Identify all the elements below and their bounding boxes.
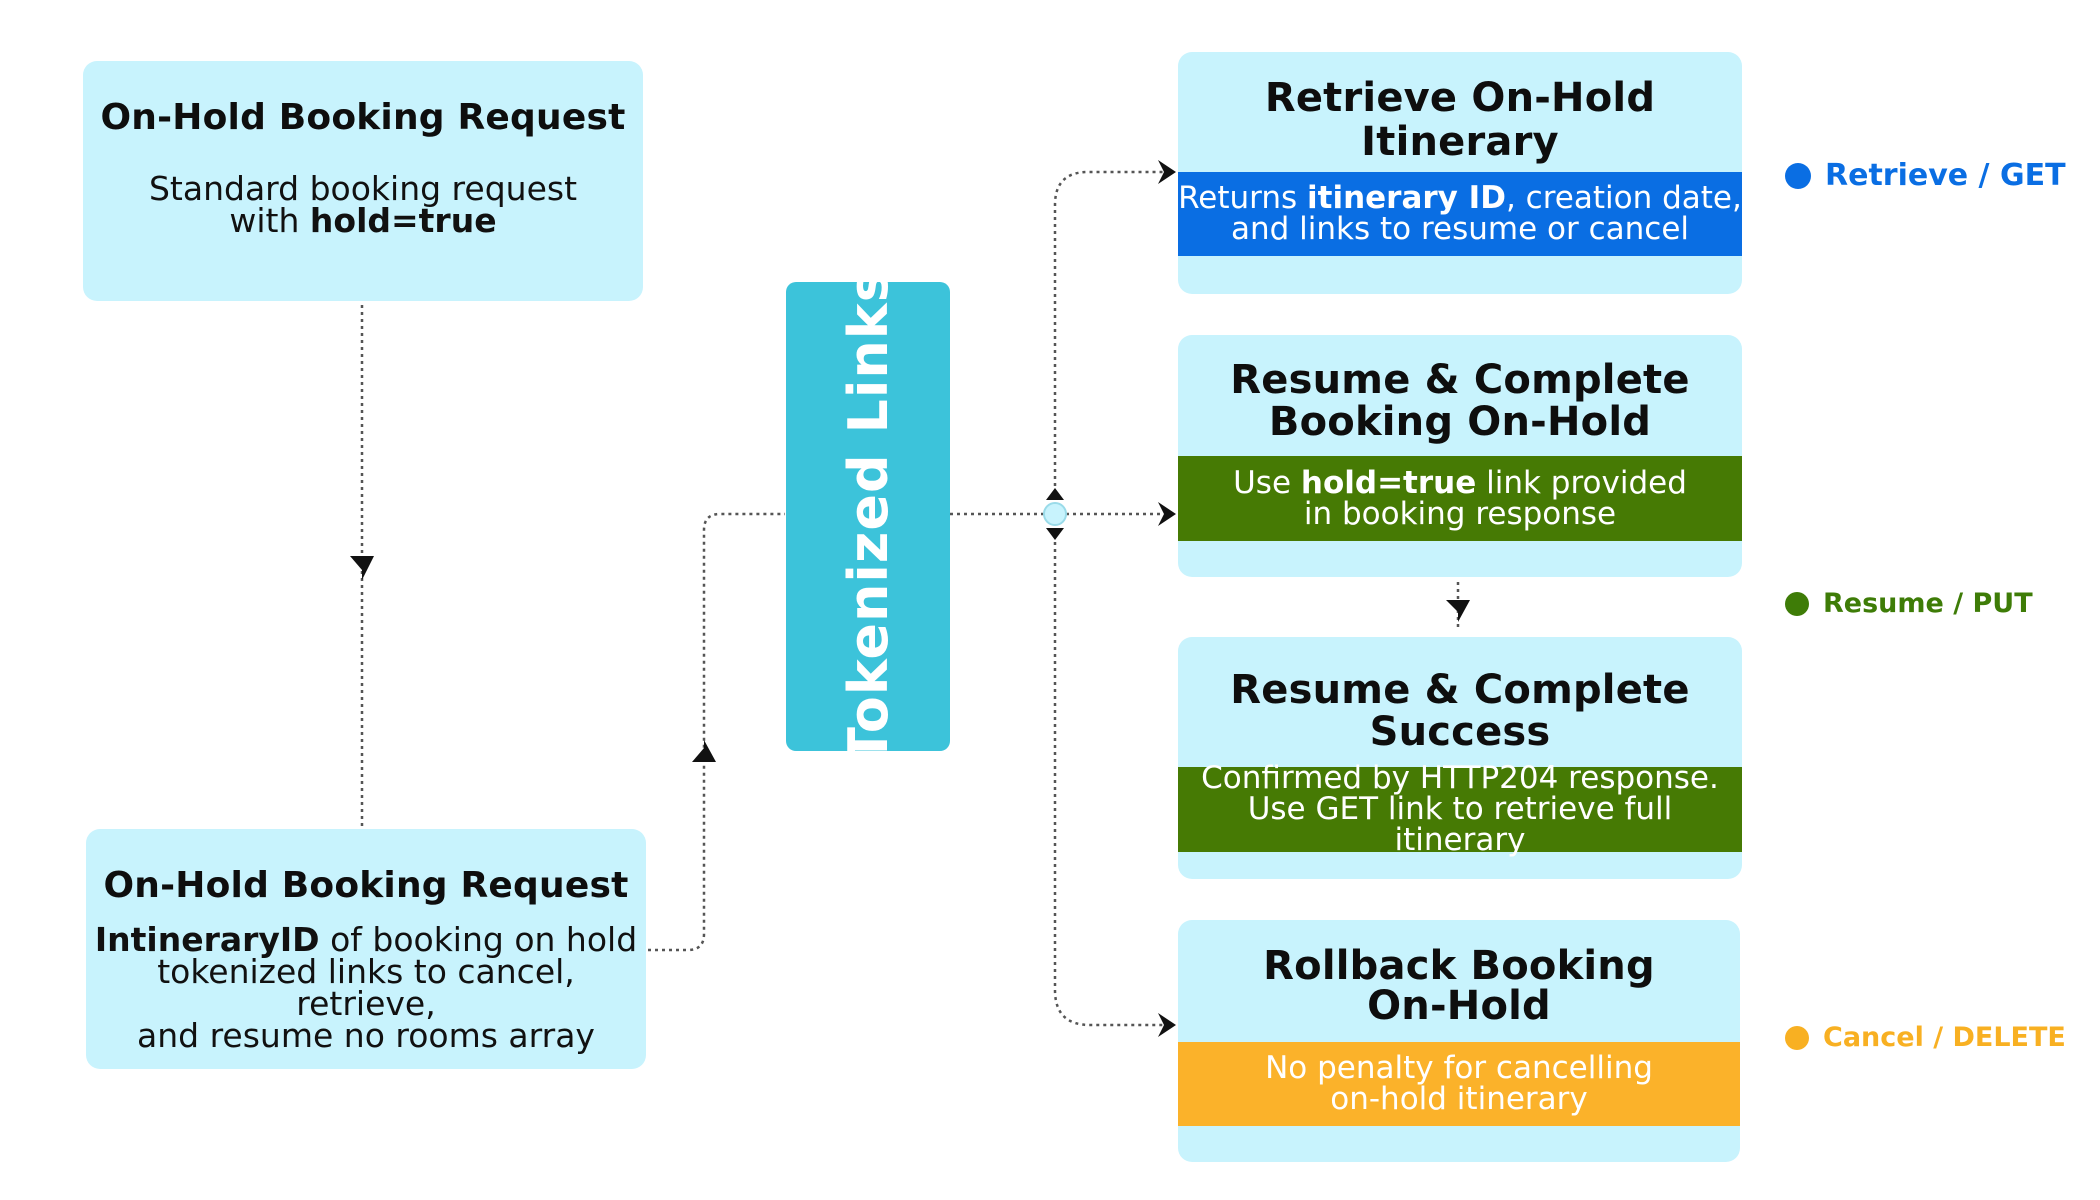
request-box-line1: Standard booking request bbox=[148, 169, 578, 208]
arrow-right-rollback bbox=[1158, 1013, 1176, 1037]
legend-retrieve: Retrieve / GET bbox=[1785, 158, 2066, 193]
legend-resume-dot bbox=[1785, 591, 1809, 616]
connector-hub-to-retrieve bbox=[1053, 170, 1170, 500]
response-box-title: On-Hold Booking Request bbox=[103, 865, 629, 906]
success-box: Resume & Complete Success Confirmed by H… bbox=[1178, 637, 1742, 879]
response-box-line2: tokenized links to cancel, retrieve, bbox=[157, 952, 575, 1023]
success-band-line1: Confirmed by HTTP204 response. bbox=[1201, 760, 1719, 796]
response-box: On-Hold Booking Request IntineraryID of … bbox=[86, 829, 646, 1069]
retrieve-description-band: Returns itinerary ID, creation date, and… bbox=[1178, 172, 1742, 256]
request-box-description: Standard booking request with hold=true bbox=[83, 169, 643, 240]
success-box-title: Resume & Complete Success bbox=[1230, 667, 1690, 755]
request-box-line2: with hold=true bbox=[229, 201, 497, 240]
legend-resume: Resume / PUT bbox=[1785, 588, 2033, 619]
response-box-line3: and resume no rooms array bbox=[137, 1016, 595, 1055]
resume-box-title: Resume & Complete Booking On-Hold bbox=[1230, 357, 1690, 445]
hold-true-code: hold=true bbox=[309, 201, 497, 240]
rollback-band-line1: No penalty for cancelling bbox=[1265, 1050, 1653, 1086]
hub-node bbox=[1043, 502, 1067, 526]
resume-band-line2: in booking response bbox=[1303, 495, 1617, 532]
connector-hub-to-rollback bbox=[1053, 528, 1170, 1027]
legend-cancel: Cancel / DELETE bbox=[1785, 1022, 2066, 1053]
success-description-band: Confirmed by HTTP204 response. Use GET l… bbox=[1178, 763, 1742, 856]
rollback-band-line2: on-hold itinerary bbox=[1330, 1081, 1588, 1117]
success-band-line2: Use GET link to retrieve full itinerary bbox=[1247, 791, 1673, 858]
arrow-down-success bbox=[1446, 600, 1470, 622]
arrow-down-hub bbox=[1046, 528, 1064, 540]
legend-retrieve-dot bbox=[1785, 162, 1811, 189]
tokenized-links-label: Tokenized Links bbox=[836, 269, 900, 764]
legend-cancel-label: Cancel / DELETE bbox=[1823, 1022, 2066, 1053]
retrieve-band-line1: Returns itinerary ID, creation date, bbox=[1178, 180, 1742, 216]
rollback-description-band: No penalty for cancelling on-hold itiner… bbox=[1178, 1042, 1740, 1126]
connector-response-to-tokenized bbox=[648, 512, 785, 952]
request-box: On-Hold Booking Request Standard booking… bbox=[83, 61, 643, 301]
legend-resume-label: Resume / PUT bbox=[1823, 588, 2033, 619]
request-box-title: On-Hold Booking Request bbox=[100, 97, 626, 138]
legend-cancel-dot bbox=[1785, 1025, 1809, 1050]
response-box-line1: IntineraryID of booking on hold bbox=[94, 920, 638, 959]
arrow-right-retrieve bbox=[1158, 160, 1176, 184]
legend-retrieve-label: Retrieve / GET bbox=[1825, 158, 2066, 193]
response-box-description: IntineraryID of booking on hold tokenize… bbox=[86, 920, 646, 1055]
itinerary-id-term: IntineraryID bbox=[94, 920, 320, 959]
retrieve-box: Retrieve On-Hold Itinerary Returns itine… bbox=[1178, 52, 1742, 294]
retrieve-box-title: Retrieve On-Hold Itinerary bbox=[1264, 75, 1656, 165]
resume-box: Resume & Complete Booking On-Hold Use ho… bbox=[1178, 335, 1742, 577]
arrow-up-hub bbox=[1046, 488, 1064, 500]
arrow-down-request bbox=[350, 556, 374, 580]
rollback-box-title: Rollback Booking On-Hold bbox=[1263, 943, 1655, 1029]
tokenized-links-block: Tokenized Links bbox=[786, 269, 950, 764]
rollback-box: Rollback Booking On-Hold No penalty for … bbox=[1178, 920, 1740, 1162]
resume-band-line1: Use hold=true link provided bbox=[1233, 464, 1687, 501]
resume-description-band: Use hold=true link provided in booking r… bbox=[1178, 456, 1742, 541]
arrow-up-response bbox=[692, 740, 716, 762]
retrieve-band-line2: and links to resume or cancel bbox=[1230, 211, 1690, 247]
arrow-right-resume bbox=[1158, 502, 1176, 526]
